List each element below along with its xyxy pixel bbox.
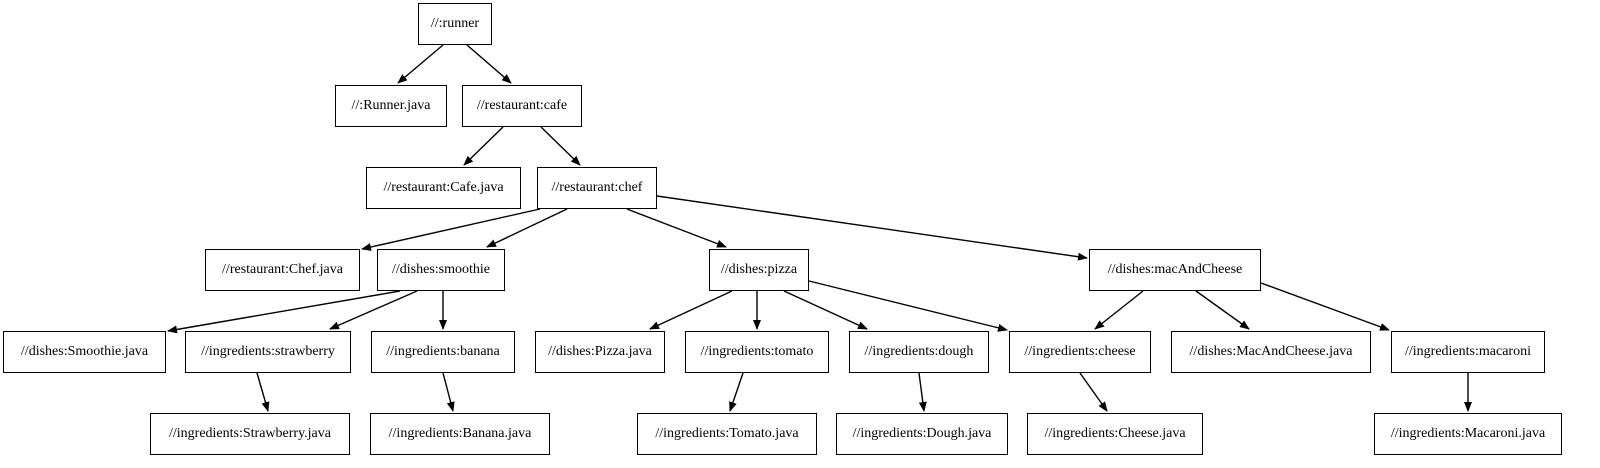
graph-node-pizza_java[interactable]: //dishes:Pizza.java: [535, 331, 665, 373]
graph-node-label: //:Runner.java: [351, 98, 431, 113]
graph-node-label: //dishes:smoothie: [392, 262, 490, 277]
graph-node-dishes_pizza[interactable]: //dishes:pizza: [709, 249, 809, 291]
graph-node-label: //dishes:Smoothie.java: [20, 344, 149, 359]
graph-node-ing_cheese[interactable]: //ingredients:cheese: [1009, 331, 1151, 373]
graph-node-strawberry_java[interactable]: //ingredients:Strawberry.java: [150, 413, 350, 455]
graph-node-label: //ingredients:Dough.java: [852, 426, 992, 441]
graph-node-dishes_macandchs[interactable]: //dishes:macAndCheese: [1089, 249, 1261, 291]
graph-node-label: //ingredients:dough: [864, 344, 974, 359]
graph-node-tomato_java[interactable]: //ingredients:Tomato.java: [637, 413, 817, 455]
graph-node-label: //ingredients:macaroni: [1405, 344, 1531, 359]
graph-node-ing_dough[interactable]: //ingredients:dough: [849, 331, 989, 373]
graph-node-label: //ingredients:banana: [386, 344, 500, 359]
graph-node-label: //ingredients:Tomato.java: [655, 426, 799, 441]
graph-node-label: //dishes:macAndCheese: [1107, 262, 1243, 277]
graph-node-label: //ingredients:Cheese.java: [1044, 426, 1186, 441]
graph-node-runner[interactable]: //:runner: [418, 3, 492, 45]
graph-node-label: //restaurant:Chef.java: [222, 262, 343, 277]
graph-node-chef_java[interactable]: //restaurant:Chef.java: [205, 249, 360, 291]
graph-node-banana_java[interactable]: //ingredients:Banana.java: [370, 413, 550, 455]
graph-node-label: //dishes:MacAndCheese.java: [1189, 344, 1353, 359]
graph-node-label: //restaurant:cafe: [476, 98, 568, 113]
graph-node-label: //:runner: [430, 16, 480, 31]
graph-node-ing_strawberry[interactable]: //ingredients:strawberry: [185, 331, 351, 373]
graph-node-label: //ingredients:Banana.java: [388, 426, 532, 441]
graph-node-smoothie_java[interactable]: //dishes:Smoothie.java: [3, 331, 166, 373]
graph-node-label: //ingredients:Macaroni.java: [1390, 426, 1546, 441]
graph-node-macaroni_java[interactable]: //ingredients:Macaroni.java: [1374, 413, 1562, 455]
graph-node-restaurant_cafe[interactable]: //restaurant:cafe: [462, 85, 582, 127]
graph-node-ing_macaroni[interactable]: //ingredients:macaroni: [1391, 331, 1545, 373]
graph-node-runner_java[interactable]: //:Runner.java: [335, 85, 447, 127]
graph-node-label: //ingredients:tomato: [700, 344, 814, 359]
graph-node-label: //dishes:pizza: [720, 262, 798, 277]
graph-node-label: //restaurant:chef: [551, 180, 643, 195]
graph-node-label: //ingredients:strawberry: [201, 344, 335, 359]
graph-node-macandchs_java[interactable]: //dishes:MacAndCheese.java: [1171, 331, 1371, 373]
graph-node-label: //ingredients:cheese: [1024, 344, 1136, 359]
graph-node-label: //restaurant:Cafe.java: [383, 180, 504, 195]
graph-node-label: //dishes:Pizza.java: [548, 344, 652, 359]
graph-node-label: //ingredients:Strawberry.java: [169, 426, 331, 441]
graph-node-dough_java[interactable]: //ingredients:Dough.java: [836, 413, 1008, 455]
graph-node-cafe_java[interactable]: //restaurant:Cafe.java: [366, 167, 521, 209]
graph-node-ing_banana[interactable]: //ingredients:banana: [371, 331, 515, 373]
graph-node-dishes_smoothie[interactable]: //dishes:smoothie: [377, 249, 505, 291]
graph-node-cheese_java[interactable]: //ingredients:Cheese.java: [1027, 413, 1203, 455]
graph-node-ing_tomato[interactable]: //ingredients:tomato: [685, 331, 829, 373]
graph-node-restaurant_chef[interactable]: //restaurant:chef: [537, 167, 657, 209]
